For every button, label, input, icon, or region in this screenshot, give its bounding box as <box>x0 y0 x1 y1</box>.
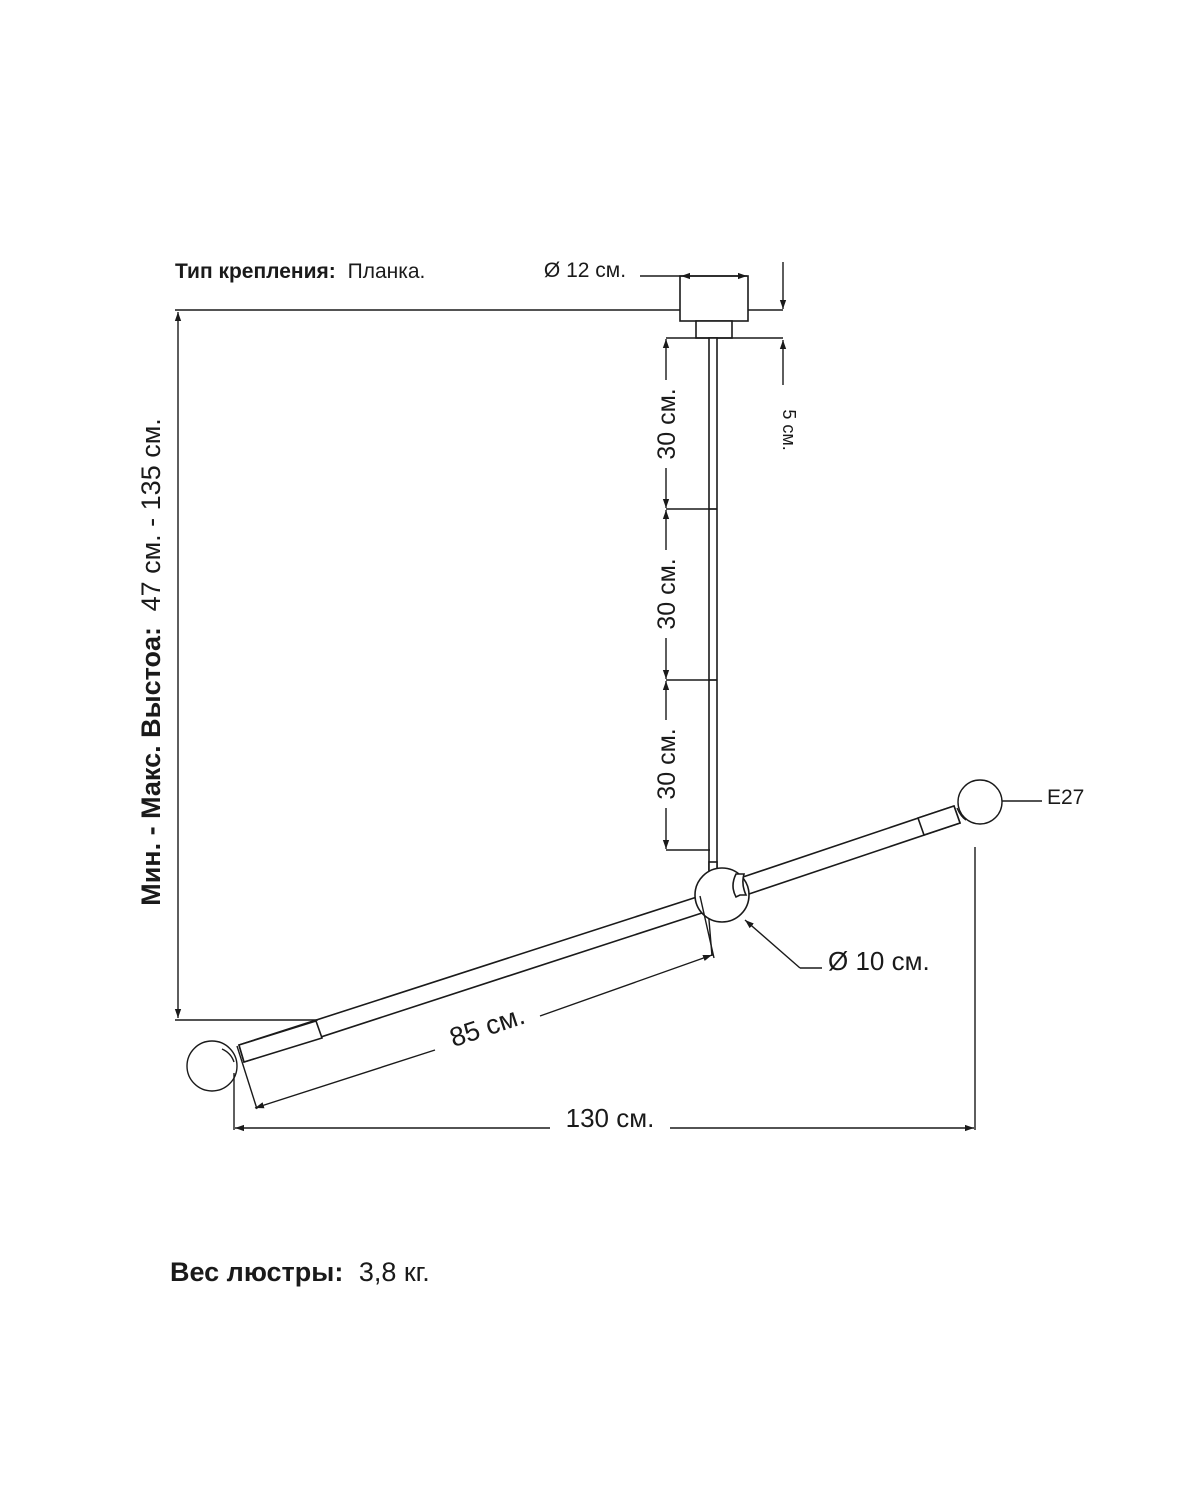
hub <box>694 861 750 923</box>
svg-text:Мин. - Макс. Выстоа: 47: Мин. - Макс. Выстоа: 47 см. - 135 см. <box>136 418 166 906</box>
weight-value: 3,8 кг. <box>359 1257 430 1287</box>
canopy-diameter-label: Ø 12 см. <box>544 259 626 282</box>
mount-type-value: Планка. <box>348 260 426 283</box>
canopy-height-label: 5 см. <box>779 409 799 450</box>
height-range-value: 47 см. - 135 см. <box>136 418 166 611</box>
height-range-label: Мин. - Макс. Выстоа: <box>136 627 166 906</box>
right-arm <box>738 779 1003 897</box>
rod-segment-3-label: 30 см. <box>653 728 681 799</box>
rod-segment-1-label: 30 см. <box>653 388 681 459</box>
weight-label: Вес люстры: <box>170 1257 343 1287</box>
hub-diameter-dimension: Ø 10 см. <box>744 919 930 976</box>
socket-label: E27 <box>1047 786 1084 809</box>
socket-dimension: E27 <box>1002 786 1084 809</box>
rod-segment-2-label: 30 см. <box>653 558 681 629</box>
canopy-height-dimension: 5 см. <box>779 262 799 451</box>
canopy-diameter-dimension: Ø 12 см. <box>544 259 747 282</box>
canopy <box>679 275 749 339</box>
left-arm <box>186 894 713 1092</box>
total-width-label: 130 см. <box>566 1103 655 1133</box>
rod <box>708 337 718 871</box>
arm-length-label: 85 см. <box>446 1000 529 1053</box>
total-width-dimension: 130 см. <box>233 847 976 1133</box>
rod-segments-dimension: 30 см. 30 см. 30 см. <box>653 339 717 851</box>
svg-text:Тип крепления: Планка.: Тип крепления: Планка. <box>175 260 425 283</box>
height-range-dimension: Мин. - Макс. Выстоа: 47 см. - 135 см. <box>136 312 318 1021</box>
mount-type-label: Тип крепления: <box>175 260 336 283</box>
svg-text:Вес люстры: 3,8 кг.: Вес люстры: 3,8 кг. <box>170 1257 430 1287</box>
hub-diameter-label: Ø 10 см. <box>828 946 930 976</box>
right-bulb <box>957 779 1003 825</box>
left-bulb <box>186 1040 238 1092</box>
